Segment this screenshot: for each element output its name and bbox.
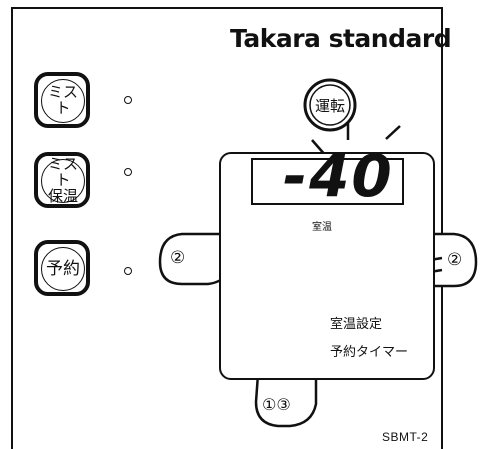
mode-select-button[interactable] bbox=[244, 306, 296, 358]
display-value: -40 bbox=[283, 142, 394, 210]
mist-label: ミスト bbox=[47, 84, 78, 117]
mist-warm-label-top: ミスト bbox=[47, 156, 78, 189]
reserve-label: 予約 bbox=[46, 259, 80, 278]
brand-logo: Takara standard bbox=[230, 24, 452, 53]
model-code: SBMT-2 bbox=[382, 430, 429, 444]
room-temp-label: 室温 bbox=[312, 222, 332, 233]
step-marker-left: ② bbox=[170, 248, 186, 267]
reserve-indicator-led bbox=[124, 267, 132, 275]
temp-up-button[interactable] bbox=[243, 231, 295, 283]
reserve-timer-label: 予約タイマー bbox=[330, 344, 409, 359]
run-button[interactable]: 運転 bbox=[305, 80, 355, 130]
room-temp-setting-label: 室温設定 bbox=[330, 316, 383, 331]
mist-button[interactable]: ミスト bbox=[34, 72, 90, 128]
mist-warm-button[interactable]: ミスト 保温 bbox=[34, 152, 90, 208]
run-button-label: 運転 bbox=[314, 97, 345, 115]
step-marker-right: ② bbox=[447, 250, 463, 269]
mist-indicator-led bbox=[124, 96, 132, 104]
step-marker-bottom: ①③ bbox=[262, 397, 291, 414]
temp-down-button[interactable] bbox=[343, 231, 395, 283]
temperature-display bbox=[251, 158, 404, 205]
mist-warm-label-bottom: 保温 bbox=[47, 188, 78, 205]
mist-warm-indicator-led bbox=[124, 168, 132, 176]
reserve-button[interactable]: 予約 bbox=[34, 240, 90, 296]
run-button-frame bbox=[303, 78, 357, 132]
